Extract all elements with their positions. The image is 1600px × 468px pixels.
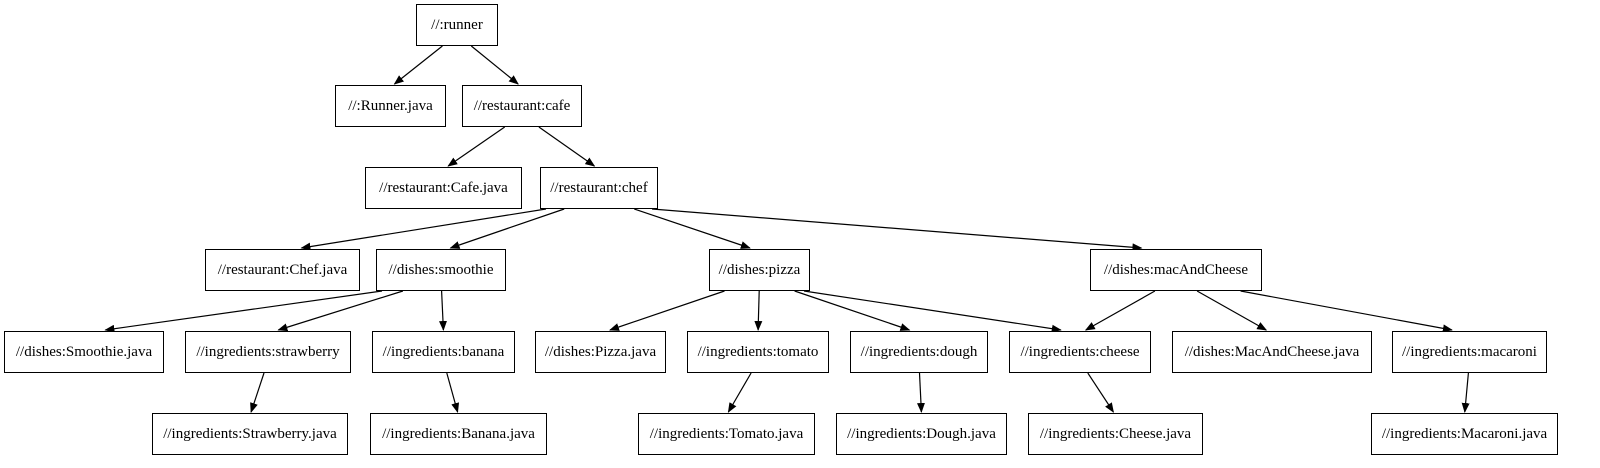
graph-node-label: //ingredients:dough — [860, 343, 978, 360]
graph-node-runner[interactable]: //:runner — [416, 4, 498, 46]
graph-node-ing_macaroni_java[interactable]: //ingredients:Macaroni.java — [1371, 413, 1558, 455]
graph-node-restaurant_cafe_java[interactable]: //restaurant:Cafe.java — [365, 167, 522, 209]
graph-node-label: //restaurant:chef — [550, 179, 648, 196]
graph-node-restaurant_chef[interactable]: //restaurant:chef — [540, 167, 658, 209]
graph-node-label: //ingredients:Cheese.java — [1039, 425, 1192, 442]
graph-node-restaurant_chef_java[interactable]: //restaurant:Chef.java — [205, 249, 360, 291]
graph-node-label: //ingredients:macaroni — [1402, 343, 1537, 360]
graph-node-dishes_smoothie[interactable]: //dishes:smoothie — [376, 249, 506, 291]
graph-edge-dishes_smoothie-to-dishes_smoothie_java — [104, 290, 383, 333]
graph-node-label: //ingredients:Macaroni.java — [1381, 425, 1548, 442]
graph-node-label: //restaurant:Chef.java — [217, 261, 348, 278]
graph-node-ing_tomato[interactable]: //ingredients:tomato — [687, 331, 829, 373]
graph-node-ing_cheese_java[interactable]: //ingredients:Cheese.java — [1028, 413, 1203, 455]
graph-node-label: //ingredients:Tomato.java — [649, 425, 804, 442]
graph-node-ing_strawberry_java[interactable]: //ingredients:Strawberry.java — [152, 413, 348, 455]
graph-node-ing_tomato_java[interactable]: //ingredients:Tomato.java — [638, 413, 815, 455]
graph-node-ing_strawberry[interactable]: //ingredients:strawberry — [185, 331, 351, 373]
graph-edge-ing_tomato-to-ing_tomato_java — [727, 372, 752, 413]
graph-node-ing_dough[interactable]: //ingredients:dough — [850, 331, 988, 373]
graph-node-label: //ingredients:tomato — [697, 343, 819, 360]
graph-edge-dishes_pizza-to-ing_cheese — [803, 290, 1062, 333]
graph-node-dishes_pizza[interactable]: //dishes:pizza — [709, 249, 810, 291]
graph-node-label: //dishes:smoothie — [388, 261, 494, 278]
graph-node-ing_macaroni[interactable]: //ingredients:macaroni — [1392, 331, 1547, 373]
graph-node-label: //ingredients:strawberry — [196, 343, 340, 360]
graph-node-dishes_macandcheese[interactable]: //dishes:macAndCheese — [1090, 249, 1262, 291]
graph-edge-dishes_pizza-to-ing_tomato — [754, 290, 763, 331]
graph-edge-restaurant_chef-to-dishes_smoothie — [449, 208, 565, 249]
graph-edge-dishes_smoothie-to-ing_banana — [438, 290, 447, 331]
graph-edge-runner-to-runner_java — [393, 45, 443, 85]
graph-edge-runner-to-restaurant_cafe — [470, 45, 519, 85]
graph-node-label: //restaurant:cafe — [473, 97, 571, 114]
graph-edge-ing_dough-to-ing_dough_java — [916, 372, 925, 413]
graph-node-label: //restaurant:Cafe.java — [379, 179, 508, 196]
graph-edge-dishes_macandcheese-to-ing_macaroni — [1240, 290, 1453, 333]
graph-node-label: //ingredients:Dough.java — [847, 425, 996, 442]
graph-node-ing_cheese[interactable]: //ingredients:cheese — [1009, 331, 1151, 373]
graph-node-label: //dishes:Smoothie.java — [15, 343, 153, 360]
graph-edge-ing_macaroni-to-ing_macaroni_java — [1461, 372, 1470, 413]
graph-edge-dishes_macandcheese-to-dishes_macandcheese_java — [1196, 290, 1268, 331]
graph-node-label: //:Runner.java — [348, 97, 433, 114]
graph-node-ing_banana_java[interactable]: //ingredients:Banana.java — [370, 413, 547, 455]
graph-edge-dishes_pizza-to-ing_dough — [794, 290, 911, 331]
graph-edge-dishes_smoothie-to-ing_strawberry — [277, 290, 404, 332]
graph-edge-dishes_pizza-to-dishes_pizza_java — [609, 290, 725, 331]
graph-node-runner_java[interactable]: //:Runner.java — [335, 85, 446, 127]
graph-node-dishes_pizza_java[interactable]: //dishes:Pizza.java — [535, 331, 666, 373]
graph-node-label: //dishes:pizza — [718, 261, 801, 278]
graph-node-label: //:runner — [431, 16, 483, 33]
graph-edge-ing_banana-to-ing_banana_java — [446, 372, 460, 413]
graph-edge-ing_cheese-to-ing_cheese_java — [1087, 372, 1114, 413]
graph-node-ing_banana[interactable]: //ingredients:banana — [372, 331, 515, 373]
graph-node-label: //dishes:Pizza.java — [544, 343, 657, 360]
graph-node-dishes_macandcheese_java[interactable]: //dishes:MacAndCheese.java — [1172, 331, 1372, 373]
graph-node-label: //ingredients:banana — [382, 343, 505, 360]
graph-node-restaurant_cafe[interactable]: //restaurant:cafe — [462, 85, 582, 127]
graph-edge-restaurant_chef-to-dishes_macandcheese — [651, 208, 1143, 252]
graph-edge-restaurant_chef-to-dishes_pizza — [634, 208, 751, 249]
graph-edge-restaurant_chef-to-restaurant_chef_java — [300, 208, 547, 251]
graph-node-label: //dishes:macAndCheese — [1103, 261, 1249, 278]
graph-edge-ing_strawberry-to-ing_strawberry_java — [250, 372, 265, 413]
graph-node-label: //dishes:MacAndCheese.java — [1184, 343, 1360, 360]
graph-node-ing_dough_java[interactable]: //ingredients:Dough.java — [836, 413, 1007, 455]
graph-edge-restaurant_cafe-to-restaurant_chef — [538, 126, 596, 167]
graph-edge-restaurant_cafe-to-restaurant_cafe_java — [447, 126, 506, 167]
graph-node-label: //ingredients:Banana.java — [382, 425, 535, 442]
graph-node-label: //ingredients:Strawberry.java — [163, 425, 337, 442]
graph-node-label: //ingredients:cheese — [1020, 343, 1140, 360]
graph-edge-dishes_macandcheese-to-ing_cheese — [1084, 290, 1156, 331]
graph-node-dishes_smoothie_java[interactable]: //dishes:Smoothie.java — [4, 331, 164, 373]
